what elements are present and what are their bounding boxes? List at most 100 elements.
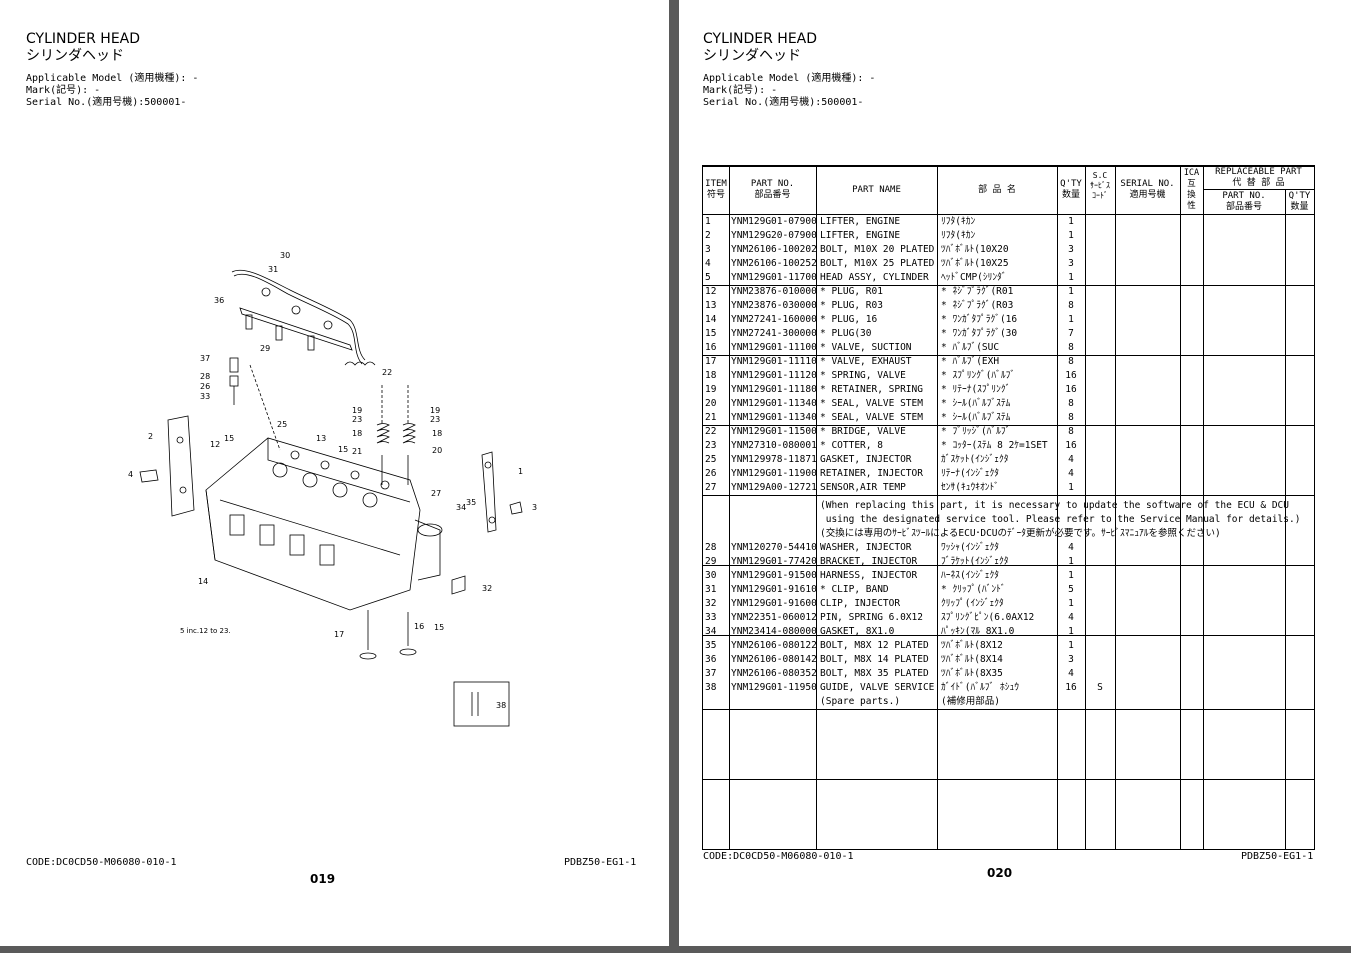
part-no-cell: YNM120270-54410 [731, 542, 817, 553]
callout-33: 33 [200, 392, 210, 401]
part-name-jp-cell: * ﾈｼﾞﾌﾟﾗｸﾞ(R03 [941, 300, 1014, 311]
part-name-cell: * PLUG, 16 [820, 314, 878, 325]
part-name-jp-cell: ｶﾞｽｹｯﾄ(ｲﾝｼﾞｪｸﾀ [941, 454, 1009, 465]
part-name-cell: SENSOR,AIR TEMP [820, 482, 906, 493]
callout-4: 4 [128, 470, 133, 479]
notice-line-1: (When replacing this part, it is necessa… [820, 500, 1289, 511]
part-name-jp-cell: ｸﾘｯﾌﾟ(ｲﾝｼﾞｪｸﾀ [941, 598, 1004, 609]
page-title: CYLINDER HEAD [703, 31, 818, 47]
footer-code: CODE:DC0CD50-M06080-010-1 [703, 851, 854, 862]
header-replaceable: REPLACEABLE PART 代 替 部 品 [1215, 167, 1302, 188]
part-name-jp-cell: * ｽﾌﾟﾘﾝｸﾞ(ﾊﾞﾙﾌﾞ [941, 370, 1016, 381]
part-no-cell: YNM129G01-91610 [731, 584, 817, 595]
diagram-note: 5 inc.12 to 23. [180, 627, 231, 635]
part-no-cell: YNM22351-060012 [731, 612, 817, 623]
item-cell: 1 [705, 216, 711, 227]
part-no-cell: YNM129G01-11500 [731, 426, 817, 437]
part-no-cell: YNM23876-030000 [731, 300, 817, 311]
item-cell: 21 [705, 412, 717, 423]
part-name-cell: * CLIP, BAND [820, 584, 889, 595]
callout-27: 27 [431, 489, 441, 498]
part-name-jp-cell: ｽﾌﾟﾘﾝｸﾞﾋﾟﾝ(6.0AX12 [941, 612, 1035, 623]
part-name-cell: GASKET, INJECTOR [820, 454, 912, 465]
qty-cell: 1 [1068, 570, 1074, 581]
qty-cell: 1 [1068, 556, 1074, 567]
part-no-cell: YNM129G01-91600 [731, 598, 817, 609]
item-cell: 4 [705, 258, 711, 269]
part-name-cell: BOLT, M8X 35 PLATED [820, 668, 929, 679]
header-serial-no: SERIAL NO. 適用号機 [1120, 179, 1175, 200]
item-cell: 38 [705, 682, 717, 693]
qty-cell: 16 [1065, 440, 1077, 451]
qty-cell: 16 [1065, 384, 1077, 395]
header-item: ITEM 符号 [705, 179, 727, 200]
part-no-cell: YNM26106-100202 [731, 244, 817, 255]
callout-16: 16 [414, 622, 424, 631]
part-no-cell: YNM23876-010000 [731, 286, 817, 297]
spare-parts-note: (Spare parts.) [820, 696, 901, 707]
header-service-code: S.C ｻｰﾋﾞｽ ｺｰﾄﾞ [1090, 171, 1110, 200]
part-no-cell: YNM27241-160000 [731, 314, 817, 325]
spare-parts-note-jp: (補修用部品) [941, 696, 1000, 707]
qty-cell: 8 [1068, 426, 1074, 437]
part-name-cell: * SPRING, VALVE [820, 370, 906, 381]
part-name-jp-cell: ﾂﾊﾞﾎﾞﾙﾄ(10X25 [941, 258, 1009, 269]
item-cell: 32 [705, 598, 717, 609]
page-title-jp: シリンダヘッド [26, 48, 124, 64]
callout-19a: 19 [352, 406, 362, 415]
part-name-cell: * SEAL, VALVE STEM [820, 412, 923, 423]
part-name-cell: LIFTER, ENGINE [820, 230, 901, 241]
serial-number: Serial No.(適用号機):500001- [703, 97, 864, 108]
part-name-cell: * PLUG, R03 [820, 300, 883, 311]
qty-cell: 8 [1068, 300, 1074, 311]
callout-31: 31 [268, 265, 278, 274]
item-cell: 12 [705, 286, 717, 297]
part-name-cell: * VALVE, SUCTION [820, 342, 912, 353]
part-no-cell: YNM27241-300000 [731, 328, 817, 339]
part-name-cell: * COTTER, 8 [820, 440, 883, 451]
callout-23b: 23 [430, 415, 440, 424]
part-name-cell: CLIP, INJECTOR [820, 598, 901, 609]
part-name-cell: RETAINER, INJECTOR [820, 468, 923, 479]
item-cell: 15 [705, 328, 717, 339]
part-name-jp-cell: * ｺｯﾀｰ(ｽﾃﾑ 8 2ｹ=1SET [941, 440, 1048, 451]
callout-32: 32 [482, 584, 492, 593]
part-name-jp-cell: ﾊﾟｯｷﾝ(ﾏﾙ 8X1.0 [941, 626, 1015, 637]
qty-cell: 1 [1068, 216, 1074, 227]
callout-14: 14 [198, 577, 208, 586]
part-no-cell: YNM129G01-11900 [731, 468, 817, 479]
callout-18: 18 [352, 429, 362, 438]
part-no-cell: YNM129G01-11120 [731, 370, 817, 381]
part-name-jp-cell: ﾂﾊﾞﾎﾞﾙﾄ(8X14 [941, 654, 1003, 665]
footer-code: CODE:DC0CD50-M06080-010-1 [26, 857, 177, 868]
item-cell: 25 [705, 454, 717, 465]
qty-cell: 3 [1068, 244, 1074, 255]
part-name-cell: * SEAL, VALVE STEM [820, 398, 923, 409]
table-row: (Spare parts.) (補修用部品) [703, 695, 1314, 709]
header-part-no: PART NO. 部品番号 [750, 179, 795, 200]
qty-cell: 1 [1068, 272, 1074, 283]
part-name-jp-cell: * ｸﾘｯﾌﾟ(ﾊﾞﾝﾄﾞ [941, 584, 1006, 595]
part-name-cell: GUIDE, VALVE SERVICE [820, 682, 935, 693]
callout-12: 12 [210, 440, 220, 449]
part-no-cell: YNM129G01-11180 [731, 384, 817, 395]
callout-19b: 19 [430, 406, 440, 415]
item-cell: 18 [705, 370, 717, 381]
qty-cell: 1 [1068, 626, 1074, 637]
part-name-cell: BOLT, M10X 25 PLATED [820, 258, 935, 269]
header-rep-part-no: PART NO. 部品番号 [1222, 191, 1266, 212]
part-name-cell: WASHER, INJECTOR [820, 542, 912, 553]
item-cell: 3 [705, 244, 711, 255]
